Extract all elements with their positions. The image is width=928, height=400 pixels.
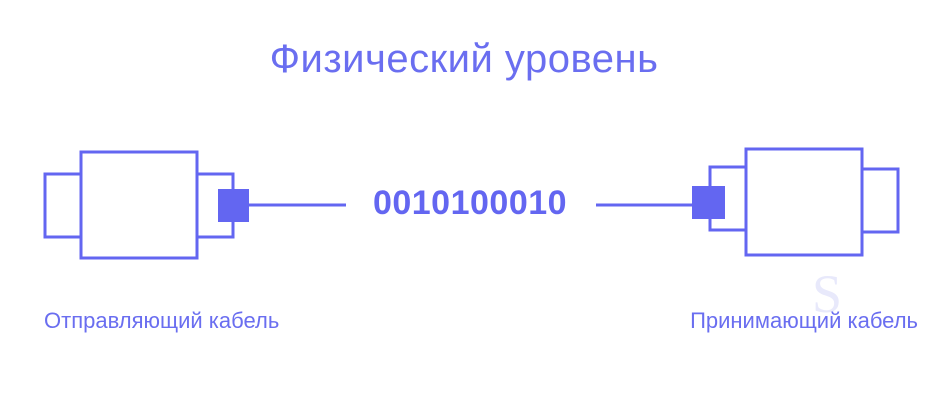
bit-stream: 0010100010: [372, 184, 568, 222]
sender-port: [218, 189, 249, 222]
diagram-title: Физический уровень: [269, 37, 659, 81]
sender-body: [79, 150, 199, 260]
sender-label: Отправляющий кабель: [44, 308, 280, 333]
receiver-label: Принимающий кабель: [690, 308, 918, 333]
sender-connector: [43, 150, 249, 260]
receiver-back-plug: [860, 167, 900, 234]
receiver-body: [744, 147, 864, 257]
receiver-port: [692, 186, 725, 219]
receiver-connector: [692, 147, 900, 257]
watermark: S: [812, 264, 842, 324]
sender-back-plug: [43, 172, 83, 239]
